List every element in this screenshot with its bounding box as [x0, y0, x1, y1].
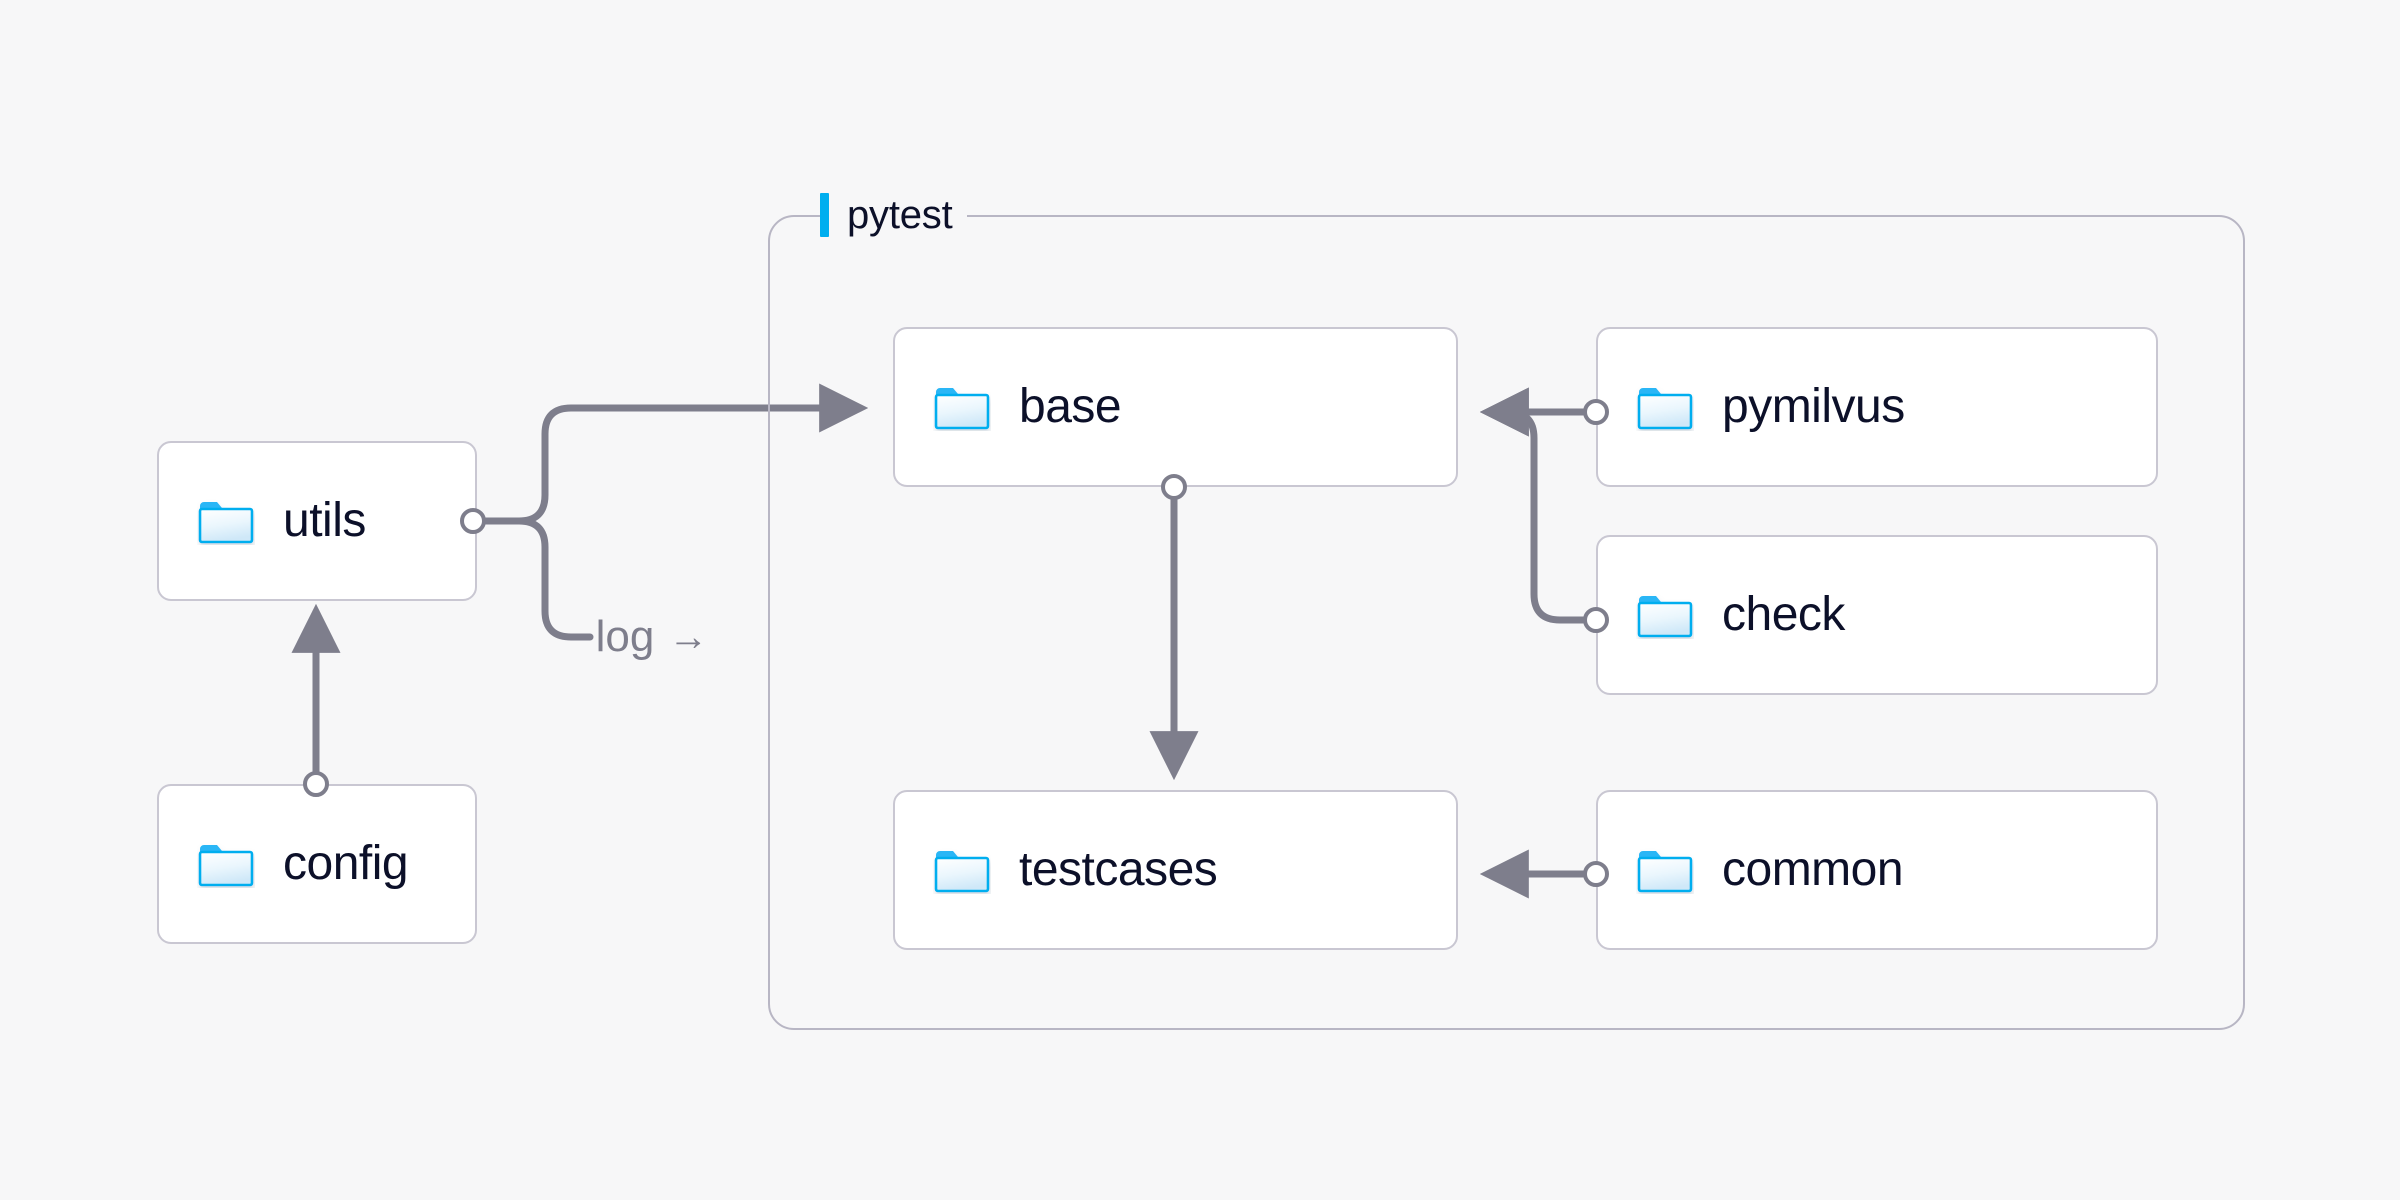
folder-icon — [198, 502, 254, 544]
node-label-common: common — [1722, 843, 1904, 896]
handle-utils-out[interactable] — [460, 508, 486, 534]
node-config[interactable]: config — [157, 784, 477, 944]
node-label-config: config — [283, 837, 409, 890]
handle-pymilvus-out[interactable] — [1583, 399, 1609, 425]
folder-icon — [934, 851, 990, 893]
node-common[interactable]: common — [1596, 790, 2158, 950]
edge-label-log[interactable]: log → — [596, 615, 709, 659]
handle-common-out[interactable] — [1583, 861, 1609, 887]
node-label-pymilvus: pymilvus — [1722, 380, 1905, 433]
group-label-text: pytest — [847, 193, 953, 237]
folder-icon — [1637, 596, 1693, 638]
folder-icon — [198, 845, 254, 887]
node-check[interactable]: check — [1596, 535, 2158, 695]
handle-config-out[interactable] — [303, 771, 329, 797]
folder-icon — [934, 388, 990, 430]
node-label-utils: utils — [283, 494, 366, 547]
handle-base-out[interactable] — [1161, 474, 1187, 500]
group-label-pytest: pytest — [820, 193, 967, 237]
handle-check-out[interactable] — [1583, 607, 1609, 633]
node-label-testcases: testcases — [1019, 843, 1218, 896]
node-pymilvus[interactable]: pymilvus — [1596, 327, 2158, 487]
edge-label-log-text: log — [595, 612, 655, 661]
node-base[interactable]: base — [893, 327, 1458, 487]
folder-icon — [1637, 851, 1693, 893]
node-label-base: base — [1019, 380, 1122, 433]
group-accent-bar — [820, 193, 829, 237]
node-utils[interactable]: utils — [157, 441, 477, 601]
group-pytest[interactable] — [768, 215, 2245, 1030]
arrow-right-icon: → — [668, 615, 709, 659]
edge-utils-to-log — [469, 517, 594, 641]
folder-icon — [1637, 388, 1693, 430]
node-label-check: check — [1722, 588, 1845, 641]
node-testcases[interactable]: testcases — [893, 790, 1458, 950]
